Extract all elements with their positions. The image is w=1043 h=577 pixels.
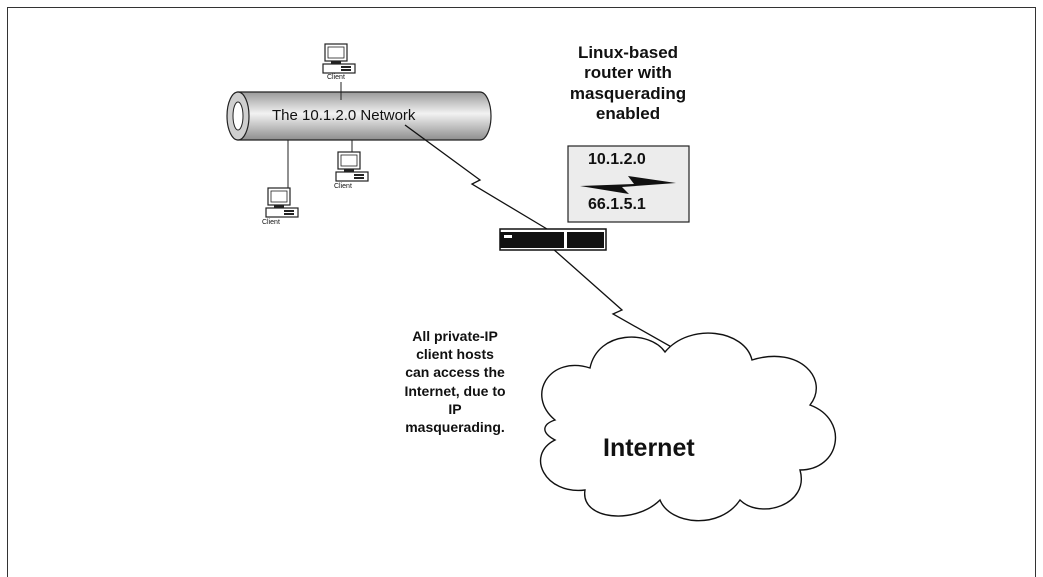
internet-label: Internet xyxy=(603,434,695,462)
diagram-frame xyxy=(7,7,1036,577)
router-device-icon xyxy=(499,228,607,251)
diagram-canvas xyxy=(226,43,837,522)
network-label: The 10.1.2.0 Network xyxy=(272,107,416,124)
client-computer-icon xyxy=(265,187,299,218)
internet-cloud xyxy=(539,332,837,522)
client-label: Client xyxy=(262,219,280,226)
router-outside-ip: 66.1.5.1 xyxy=(588,196,646,213)
router-inside-ip: 10.1.2.0 xyxy=(588,151,646,168)
client-label: Client xyxy=(327,74,345,81)
client-label: Client xyxy=(334,183,352,190)
client-computer-icon xyxy=(322,43,356,74)
router-ip-box xyxy=(567,145,690,223)
network-pipe xyxy=(226,91,492,141)
wan-link-lightning xyxy=(404,124,553,233)
client-computer-icon xyxy=(335,151,369,182)
masquerading-note: All private-IP client hosts can access t… xyxy=(404,328,506,435)
router-title: Linux-based router with masquerading ena… xyxy=(569,43,687,124)
internet-link-lightning xyxy=(551,247,699,363)
